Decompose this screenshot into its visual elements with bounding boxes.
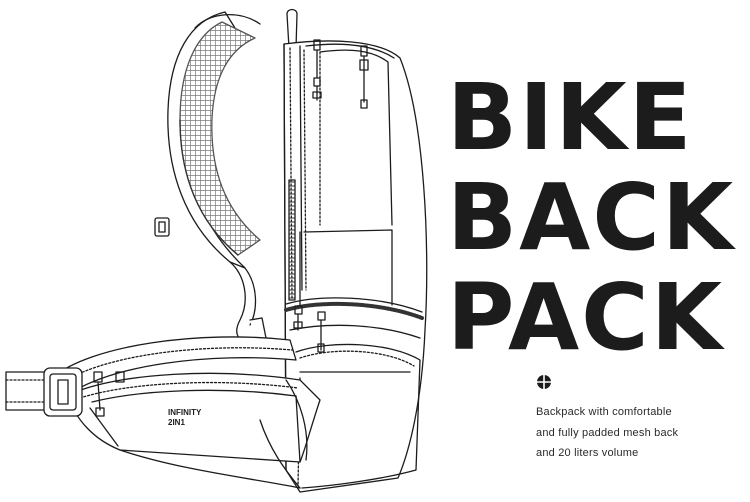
zipper-pull-middle: [293, 305, 326, 353]
front-pocket: [295, 343, 421, 489]
hip-belt-pocket: [67, 372, 321, 463]
side-zipper: [288, 179, 296, 301]
grab-loop: [286, 8, 298, 49]
strap-buckle: [154, 217, 170, 237]
headline-word-back: BACK: [447, 164, 736, 271]
description-line-1: Backpack with comfortable: [536, 406, 672, 418]
headline-word-pack: PACK: [447, 264, 724, 371]
product-label-line-1: INFINITY: [168, 408, 202, 417]
hip-belt: [51, 336, 297, 396]
crosshair-circle-icon: [537, 375, 551, 389]
description-line-3: and 20 liters volume: [536, 447, 639, 459]
product-label-line-2: 2IN1: [168, 418, 185, 427]
waist-zipper: [284, 301, 424, 320]
zipper-pull-top-left: [312, 39, 322, 101]
headline-word-bike: BIKE: [447, 64, 694, 171]
mesh-back-panel: [179, 21, 261, 256]
description-line-2: and fully padded mesh back: [536, 427, 679, 439]
zipper-pull-top-right: [359, 45, 369, 109]
hip-buckle: [43, 367, 83, 417]
backpack-illustration: INFINITY 2IN1: [5, 8, 428, 493]
